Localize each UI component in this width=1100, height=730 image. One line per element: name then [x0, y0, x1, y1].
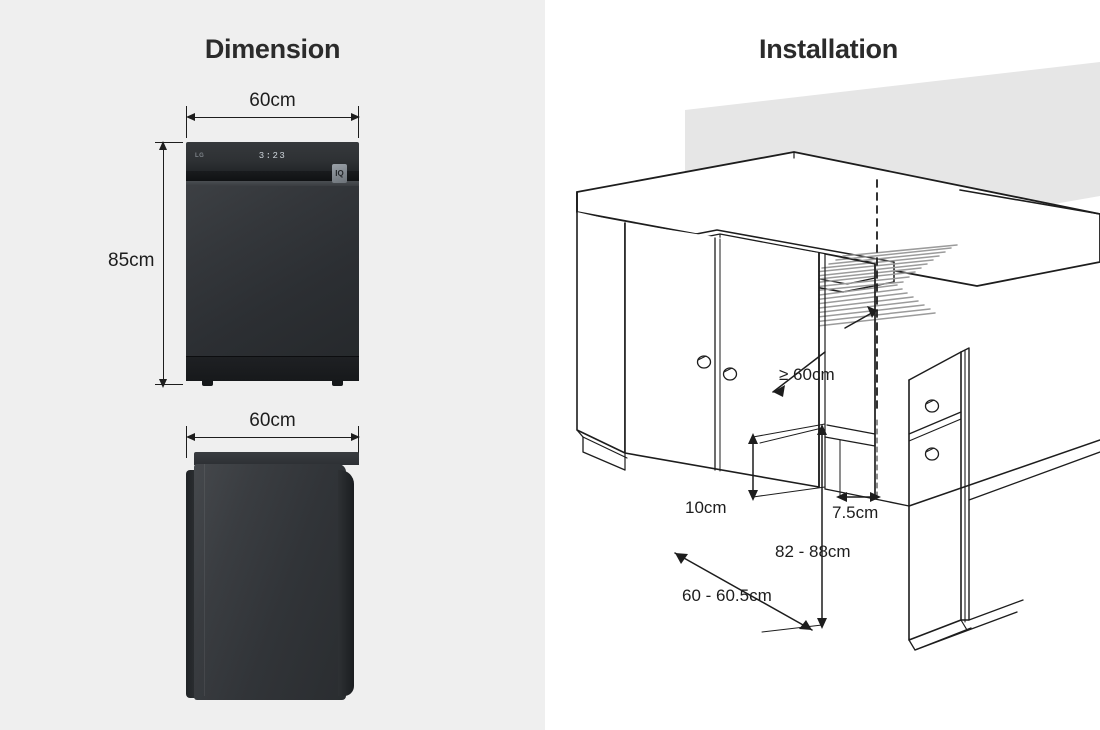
iq-badge: IQ	[332, 164, 347, 183]
cabinet-knob	[722, 367, 738, 381]
foot-left	[202, 381, 213, 386]
side-top-edge	[194, 452, 359, 465]
kickplate	[186, 357, 359, 381]
measurement-label-cavity-height: 82 - 88cm	[775, 542, 851, 561]
cavity-height-dimension	[759, 424, 827, 633]
side-depth-label: 60cm	[249, 410, 296, 431]
floor-line	[908, 439, 1100, 507]
dimension-panel-title: Dimension	[204, 34, 341, 64]
cabinet-knob	[924, 399, 940, 413]
plinth-height-dimension	[748, 423, 826, 501]
panel-divider	[545, 0, 557, 730]
dishwasher-side-view	[186, 452, 359, 702]
dishwasher-front-view: LG 3:23 IQ	[186, 142, 359, 386]
cabinet-left-doors	[624, 222, 820, 488]
front-height-label: 85cm	[108, 250, 155, 271]
control-panel-display: 3:23	[258, 151, 287, 161]
measurement-label-counter-depth: ≥ 60cm	[779, 365, 835, 384]
dishwasher-door	[186, 181, 359, 357]
cavity-width-dimension	[674, 552, 813, 631]
measurement-label-side-clearance: 7.5cm	[832, 503, 879, 522]
cabinet-knob	[924, 447, 940, 461]
door-top-edge	[186, 181, 359, 186]
installation-diagram	[576, 62, 1100, 651]
front-width-label: 60cm	[249, 90, 296, 111]
control-panel	[186, 142, 359, 175]
side-body	[194, 464, 346, 700]
installation-panel: Installation	[557, 0, 1100, 730]
lg-brand-logo: LG	[195, 153, 205, 159]
foot-right	[332, 381, 343, 386]
side-door-seam	[204, 464, 205, 696]
side-clearance-dimension	[836, 419, 881, 502]
side-back-edge	[338, 470, 354, 696]
cabinet-knob	[696, 355, 712, 369]
cabinet-left-plinth	[576, 429, 626, 471]
drainboard-grooves	[762, 244, 958, 333]
cabinet-right-drawer-split	[908, 411, 962, 435]
cabinet-right	[908, 351, 962, 641]
measurement-label-cavity-width: 60 - 60.5cm	[682, 586, 772, 605]
measurement-label-plinth-height: 10cm	[685, 498, 727, 517]
cabinet-left-side	[576, 211, 626, 454]
installation-panel-title: Installation	[759, 34, 898, 64]
counter-depth-leader	[772, 306, 878, 397]
control-panel-strip	[186, 171, 359, 181]
dimension-panel: Dimension 60cm 85cm LG 3:23 I	[0, 0, 545, 730]
